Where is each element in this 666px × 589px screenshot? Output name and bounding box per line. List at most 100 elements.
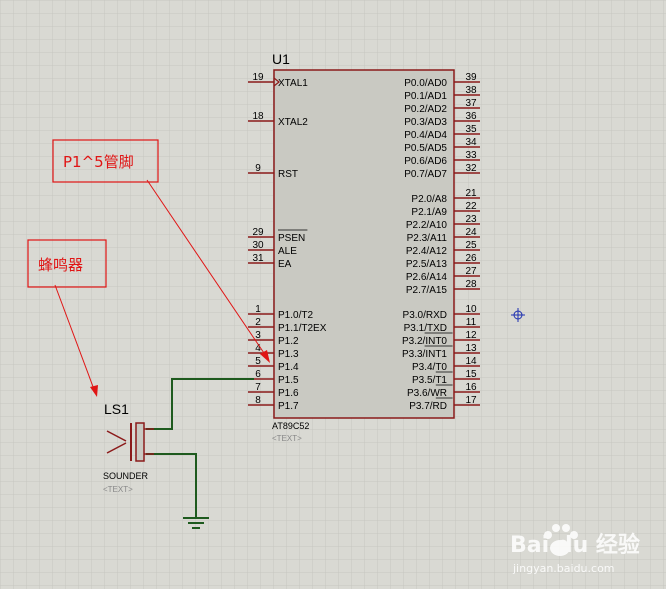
chip-pin-left-7[interactable]: 7P1.6 <box>248 382 299 399</box>
annotation-arrows <box>54 179 270 397</box>
pin-label: P0.3/AD3 <box>404 117 447 128</box>
pin-label: P2.5/A13 <box>406 259 448 270</box>
pin-number: 1 <box>255 304 261 315</box>
chip-pin-left-1[interactable]: 1P1.0/T2 <box>248 304 313 321</box>
pin-label: P1.6 <box>278 388 299 399</box>
pin-label: P1.2 <box>278 336 299 347</box>
chip-pin-left-4[interactable]: 4P1.3 <box>248 343 299 360</box>
crosshair-marker[interactable] <box>511 308 525 322</box>
arrow-to-buzzer-head <box>90 385 98 397</box>
pin-number: 8 <box>255 395 261 406</box>
pin-number: 39 <box>465 72 477 83</box>
microcontroller-u1[interactable]: U1 AT89C52 <TEXT> 19XTAL118XTAL29RST29PS… <box>248 51 480 443</box>
sounder-ls1[interactable]: LS1 SOUNDER <TEXT> <box>103 401 154 494</box>
ground-symbol[interactable] <box>183 517 209 529</box>
pin-label: P2.0/A8 <box>411 194 447 205</box>
chip-pin-left-8[interactable]: 8P1.7 <box>248 395 299 412</box>
pin-label: P2.6/A14 <box>406 272 448 283</box>
chip-pin-left-2[interactable]: 2P1.1/T2EX <box>248 317 327 334</box>
pin-number: 38 <box>465 85 477 96</box>
pin-number: 26 <box>465 253 477 264</box>
annotation-buzzer-box <box>27 239 107 288</box>
chip-pin-left-3[interactable]: 3P1.2 <box>248 330 299 347</box>
pin-label: RST <box>278 169 298 180</box>
annotation-pin[interactable]: P1^5管脚 <box>52 139 159 183</box>
chip-reference: U1 <box>272 51 290 67</box>
pin-label: P3.6/WR <box>407 388 447 399</box>
pin-number: 36 <box>465 111 477 122</box>
pin-number: 10 <box>465 304 477 315</box>
annotation-buzzer[interactable]: 蜂鸣器 <box>27 239 107 288</box>
chip-body[interactable] <box>273 69 455 419</box>
pin-number: 32 <box>465 163 477 174</box>
pin-number: 28 <box>465 279 477 290</box>
pin-number: 17 <box>465 395 477 406</box>
pin-label: P2.1/A9 <box>411 207 447 218</box>
pin-number: 23 <box>465 214 477 225</box>
pin-label: P1.3 <box>278 349 299 360</box>
pin-label: P1.1/T2EX <box>278 323 327 334</box>
pin-number: 15 <box>465 369 477 380</box>
wire-p15-to-sounder[interactable] <box>146 378 254 430</box>
chip-left-pins: 19XTAL118XTAL29RST29PSEN30ALE31EA1P1.0/T… <box>248 72 327 412</box>
pin-label: P3.5/T1 <box>412 375 447 386</box>
wire-sounder-to-ground[interactable] <box>146 453 197 518</box>
annotation-pin-label: P1^5管脚 <box>63 153 134 171</box>
annotation-pin-box <box>52 139 159 183</box>
pin-number: 35 <box>465 124 477 135</box>
pin-label: P1.4 <box>278 362 299 373</box>
pin-label: P3.0/RXD <box>403 310 447 321</box>
pin-number: 5 <box>255 356 261 367</box>
pin-label: P2.7/A15 <box>406 285 448 296</box>
pin-label: EA <box>278 259 292 270</box>
pin-label: P2.4/A12 <box>406 246 448 257</box>
pin-label: P0.4/AD4 <box>404 130 447 141</box>
pin-number: 37 <box>465 98 477 109</box>
pin-label: P1.5 <box>278 375 299 386</box>
pin-number: 30 <box>252 240 264 251</box>
pin-label: P2.2/A10 <box>406 220 448 231</box>
pin-label: P3.2/INT0 <box>402 336 447 347</box>
chip-pin-left-5[interactable]: 5P1.4 <box>248 356 299 373</box>
pin-number: 2 <box>255 317 261 328</box>
chip-part-name: AT89C52 <box>272 421 309 431</box>
pin-label: XTAL2 <box>278 117 308 128</box>
pin-number: 4 <box>255 343 261 354</box>
arrow-to-buzzer <box>54 284 96 393</box>
pin-number: 12 <box>465 330 477 341</box>
pin-label: P0.7/AD7 <box>404 169 447 180</box>
pin-label: PSEN <box>278 233 305 244</box>
pin-number: 16 <box>465 382 477 393</box>
pin-number: 21 <box>465 188 477 199</box>
